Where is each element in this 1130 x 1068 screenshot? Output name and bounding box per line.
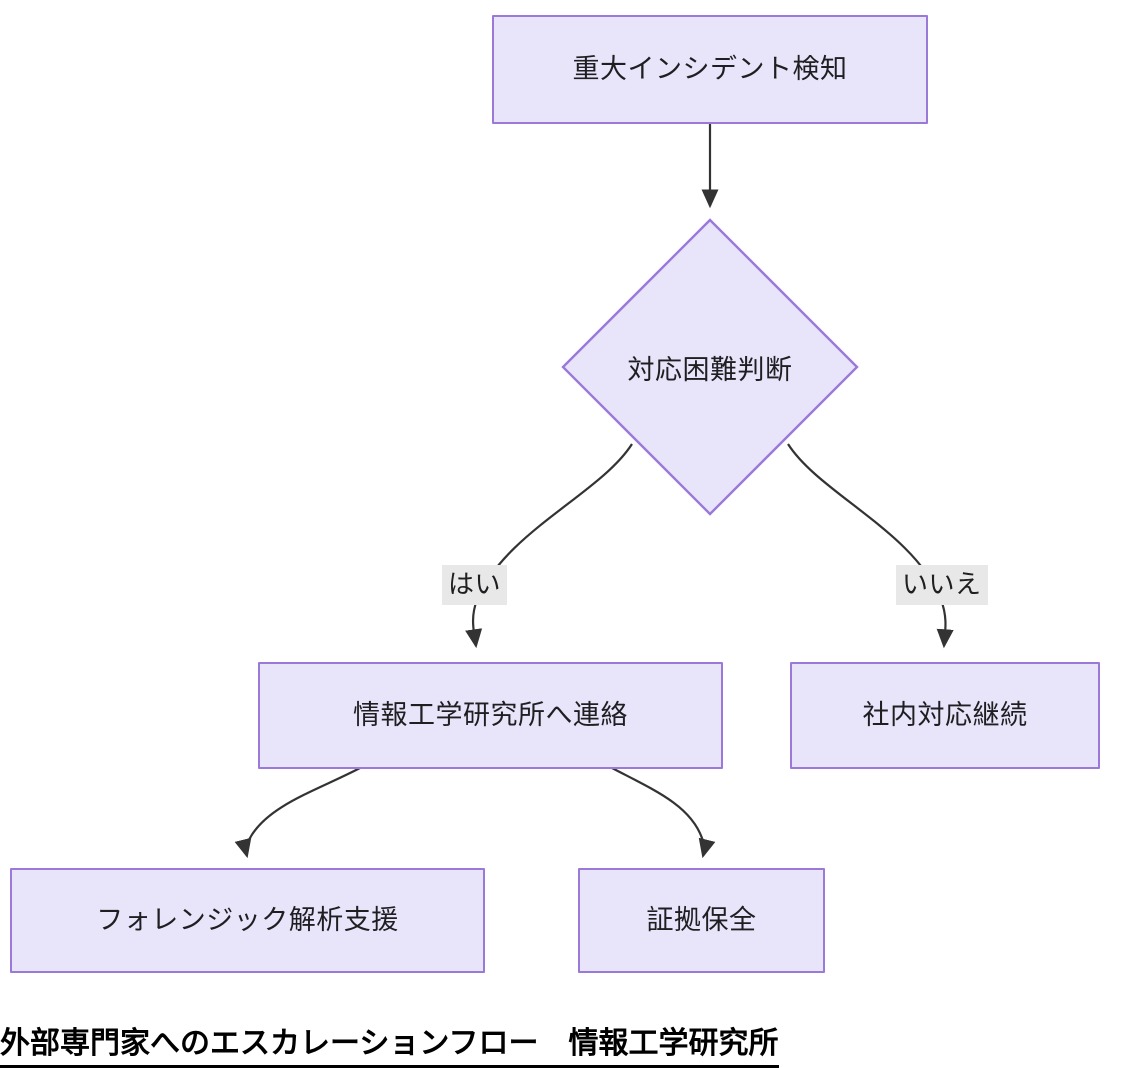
edge-contact-to-forensic xyxy=(234,767,361,859)
diamond-shape-icon xyxy=(561,218,859,516)
diagram-caption: 外部専門家へのエスカレーションフロー 情報工学研究所 xyxy=(0,1018,779,1068)
node-evidence[interactable]: 証拠保全 xyxy=(578,868,825,973)
edge-label-no: いいえ xyxy=(896,565,988,605)
node-detect-label: 重大インシデント検知 xyxy=(572,54,848,85)
node-detect[interactable]: 重大インシデント検知 xyxy=(492,15,928,124)
edge-contact-to-evidence xyxy=(611,767,716,859)
node-contact[interactable]: 情報工学研究所へ連絡 xyxy=(258,662,723,769)
node-forensic[interactable]: フォレンジック解析支援 xyxy=(10,868,485,973)
node-decide-label: 対応困難判断 xyxy=(627,354,793,385)
edge-decide-to-internal xyxy=(787,443,954,649)
node-decide[interactable]: 対応困難判断 xyxy=(561,218,859,516)
node-evidence-label: 証拠保全 xyxy=(646,905,757,936)
node-internal[interactable]: 社内対応継続 xyxy=(790,662,1100,769)
edge-label-yes: はい xyxy=(442,565,508,605)
node-internal-label: 社内対応継続 xyxy=(862,700,1028,731)
node-forensic-label: フォレンジック解析支援 xyxy=(96,905,399,936)
edge-decide-to-contact xyxy=(465,443,633,649)
node-contact-label: 情報工学研究所へ連絡 xyxy=(353,700,628,731)
